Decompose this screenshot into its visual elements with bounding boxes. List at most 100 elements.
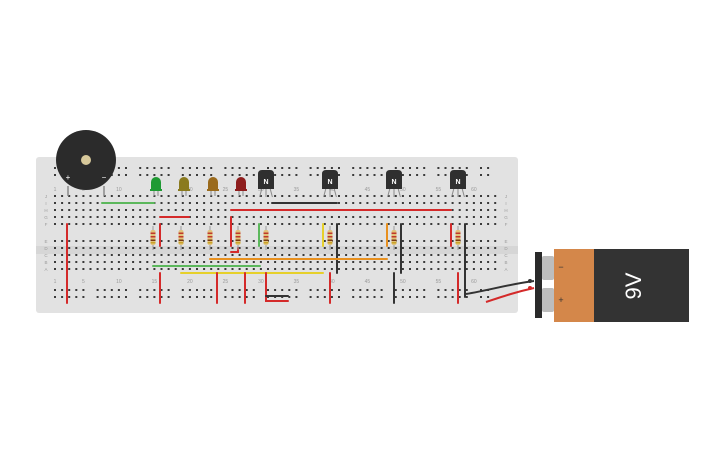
terminal-hole[interactable] — [61, 202, 64, 204]
rail-hole[interactable] — [61, 289, 64, 291]
terminal-hole[interactable] — [132, 261, 135, 263]
terminal-hole[interactable] — [196, 195, 198, 197]
terminal-hole[interactable] — [82, 223, 85, 225]
terminal-hole[interactable] — [480, 240, 482, 242]
terminal-hole[interactable] — [61, 216, 64, 218]
terminal-hole[interactable] — [345, 195, 348, 197]
terminal-hole[interactable] — [231, 202, 234, 204]
terminal-hole[interactable] — [444, 247, 447, 249]
terminal-hole[interactable] — [437, 216, 440, 218]
rail-hole[interactable] — [480, 167, 482, 169]
piezo-buzzer[interactable]: + − — [56, 130, 116, 196]
terminal-hole[interactable] — [480, 247, 482, 249]
rail-hole[interactable] — [480, 296, 482, 298]
terminal-hole[interactable] — [188, 247, 191, 249]
terminal-hole[interactable] — [380, 195, 383, 197]
rail-hole[interactable] — [75, 289, 78, 291]
terminal-hole[interactable] — [380, 223, 383, 225]
terminal-hole[interactable] — [167, 195, 170, 197]
terminal-hole[interactable] — [387, 254, 390, 256]
terminal-hole[interactable] — [480, 261, 482, 263]
rail-hole[interactable] — [68, 296, 71, 298]
terminal-hole[interactable] — [203, 261, 206, 263]
terminal-hole[interactable] — [487, 254, 490, 256]
rail-hole[interactable] — [409, 174, 411, 176]
terminal-hole[interactable] — [174, 202, 177, 204]
resistor-8[interactable] — [455, 226, 461, 250]
terminal-hole[interactable] — [167, 247, 170, 249]
terminal-hole[interactable] — [110, 195, 113, 197]
terminal-hole[interactable] — [472, 247, 475, 249]
terminal-hole[interactable] — [295, 223, 298, 225]
rail-hole[interactable] — [316, 167, 319, 169]
terminal-hole[interactable] — [153, 254, 156, 256]
terminal-hole[interactable] — [103, 209, 106, 211]
terminal-hole[interactable] — [75, 254, 78, 256]
rail-hole[interactable] — [210, 174, 213, 176]
terminal-hole[interactable] — [252, 247, 255, 249]
rail-hole[interactable] — [338, 167, 340, 169]
terminal-hole[interactable] — [245, 216, 248, 218]
rail-hole[interactable] — [423, 167, 426, 169]
terminal-hole[interactable] — [444, 223, 447, 225]
terminal-hole[interactable] — [352, 268, 355, 270]
terminal-hole[interactable] — [472, 254, 475, 256]
rail-hole[interactable] — [274, 174, 277, 176]
terminal-hole[interactable] — [465, 240, 468, 242]
terminal-hole[interactable] — [465, 247, 468, 249]
rail-hole[interactable] — [330, 289, 333, 291]
terminal-hole[interactable] — [359, 195, 362, 197]
terminal-hole[interactable] — [110, 261, 113, 263]
rail-hole[interactable] — [359, 289, 362, 291]
terminal-hole[interactable] — [316, 195, 319, 197]
terminal-hole[interactable] — [54, 261, 56, 263]
terminal-hole[interactable] — [366, 195, 369, 197]
terminal-hole[interactable] — [409, 195, 411, 197]
rail-hole[interactable] — [103, 296, 106, 298]
terminal-hole[interactable] — [281, 195, 284, 197]
rail-hole[interactable] — [416, 289, 419, 291]
terminal-hole[interactable] — [210, 268, 213, 270]
rail-hole[interactable] — [465, 174, 468, 176]
rail-hole[interactable] — [487, 296, 490, 298]
terminal-hole[interactable] — [259, 223, 262, 225]
terminal-hole[interactable] — [75, 195, 78, 197]
terminal-hole[interactable] — [281, 268, 284, 270]
terminal-hole[interactable] — [174, 209, 177, 211]
rail-hole[interactable] — [288, 174, 291, 176]
terminal-hole[interactable] — [238, 247, 241, 249]
terminal-hole[interactable] — [139, 261, 142, 263]
terminal-hole[interactable] — [96, 261, 99, 263]
terminal-hole[interactable] — [117, 216, 120, 218]
terminal-hole[interactable] — [153, 268, 156, 270]
terminal-hole[interactable] — [245, 240, 248, 242]
rail-hole[interactable] — [181, 296, 184, 298]
terminal-hole[interactable] — [394, 254, 397, 256]
terminal-hole[interactable] — [487, 202, 490, 204]
terminal-hole[interactable] — [196, 247, 198, 249]
terminal-hole[interactable] — [295, 268, 298, 270]
terminal-hole[interactable] — [302, 247, 305, 249]
rail-hole[interactable] — [373, 296, 376, 298]
rail-hole[interactable] — [188, 167, 191, 169]
terminal-hole[interactable] — [359, 223, 362, 225]
terminal-hole[interactable] — [139, 209, 142, 211]
terminal-hole[interactable] — [380, 216, 383, 218]
terminal-hole[interactable] — [401, 268, 404, 270]
terminal-hole[interactable] — [54, 240, 56, 242]
terminal-hole[interactable] — [345, 247, 348, 249]
terminal-hole[interactable] — [387, 247, 390, 249]
terminal-hole[interactable] — [316, 268, 319, 270]
terminal-hole[interactable] — [68, 209, 71, 211]
terminal-hole[interactable] — [430, 254, 433, 256]
terminal-hole[interactable] — [409, 261, 411, 263]
terminal-hole[interactable] — [302, 268, 305, 270]
terminal-hole[interactable] — [288, 268, 291, 270]
terminal-hole[interactable] — [110, 268, 113, 270]
terminal-hole[interactable] — [82, 268, 85, 270]
rail-hole[interactable] — [252, 296, 255, 298]
terminal-hole[interactable] — [132, 254, 135, 256]
resistor-2[interactable] — [178, 226, 184, 250]
rail-hole[interactable] — [181, 289, 184, 291]
terminal-hole[interactable] — [330, 216, 333, 218]
